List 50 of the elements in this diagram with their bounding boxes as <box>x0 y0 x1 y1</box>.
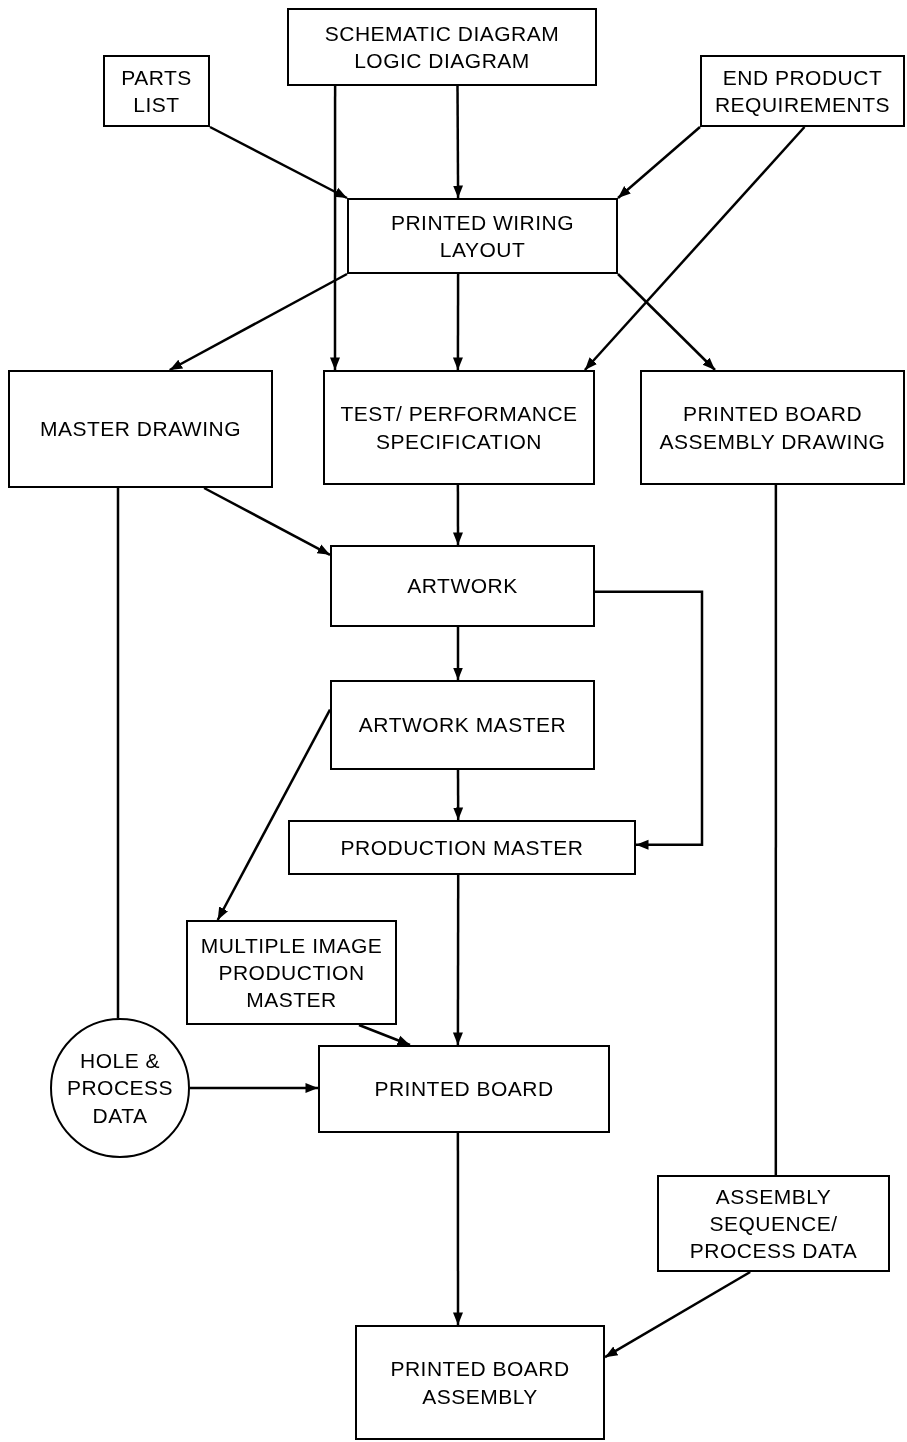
arrow <box>595 590 704 850</box>
arrow <box>453 770 464 820</box>
arrow <box>216 709 332 921</box>
node-label: MULTIPLE IMAGE PRODUCTION MASTER <box>199 932 384 1014</box>
node-label: PRINTED BOARD ASSEMBLY <box>389 1356 571 1410</box>
process-box <box>103 55 210 127</box>
process-box <box>355 1325 605 1440</box>
node-label: PARTS LIST <box>120 64 193 118</box>
arrow <box>453 485 463 545</box>
node-label: MASTER DRAWING <box>38 416 243 443</box>
process-box <box>288 820 636 875</box>
arrow <box>203 486 331 556</box>
arrow <box>358 1023 411 1047</box>
process-box <box>318 1045 610 1133</box>
process-box <box>700 55 905 127</box>
node-label: PRINTED BOARD ASSEMBLY DRAWING <box>658 401 887 455</box>
node-label: PRINTED BOARD <box>373 1076 555 1103</box>
arrow <box>453 86 464 198</box>
process-box <box>330 545 595 627</box>
arrow <box>452 875 463 1045</box>
arrow <box>617 126 701 199</box>
arrow <box>604 1270 751 1359</box>
arrow <box>452 274 463 370</box>
node-label: TEST/ PERFORMANCE SPECIFICATION <box>339 401 579 455</box>
arrow <box>453 627 463 680</box>
arrow <box>190 1083 318 1094</box>
connector-line <box>116 488 120 1018</box>
node-label: END PRODUCT REQUIREMENTS <box>713 64 892 118</box>
process-box <box>657 1175 890 1272</box>
arrow <box>330 86 340 370</box>
process-box <box>330 680 595 770</box>
node-label: ARTWORK MASTER <box>357 712 568 739</box>
process-box <box>287 8 597 86</box>
arrow <box>209 125 348 200</box>
node-label: SCHEMATIC DIAGRAM LOGIC DIAGRAM <box>323 20 561 74</box>
node-label: HOLE & PROCESS DATA <box>65 1048 175 1129</box>
node-label: ASSEMBLY SEQUENCE/ PROCESS DATA <box>688 1183 859 1265</box>
process-box <box>323 370 595 485</box>
process-box <box>186 920 397 1025</box>
node-label: ARTWORK <box>406 573 519 600</box>
node-label: PRODUCTION MASTER <box>339 834 585 861</box>
process-box <box>347 198 618 274</box>
node-label: PRINTED WIRING LAYOUT <box>389 209 576 263</box>
process-box <box>8 370 273 488</box>
arrow <box>453 1133 463 1325</box>
arrow <box>169 272 348 372</box>
process-box <box>640 370 905 485</box>
connector-line <box>774 485 778 1175</box>
arrow <box>583 126 806 371</box>
arrow <box>617 273 716 371</box>
